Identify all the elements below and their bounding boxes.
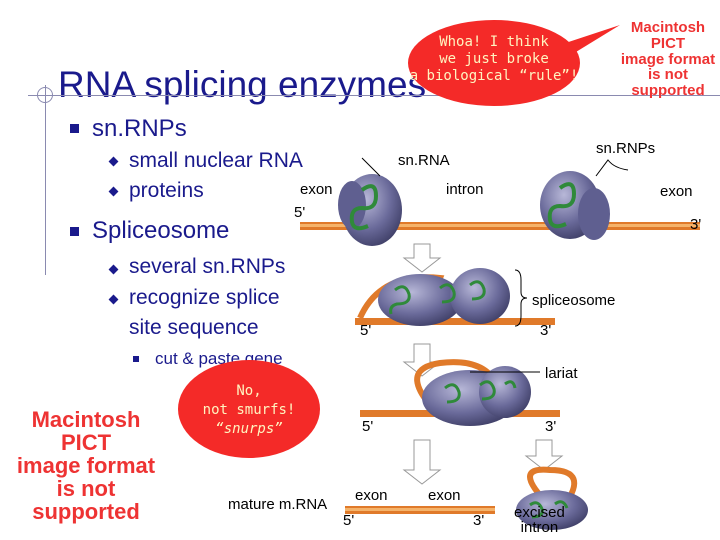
label-3prime-4: 3' xyxy=(473,512,485,529)
title-rule xyxy=(28,95,720,96)
speech-bubble-bottom: No, not smurfs! “snurps” xyxy=(178,360,320,458)
pict-top-line1: Macintosh PICT xyxy=(630,19,706,52)
arrow-step3 xyxy=(402,439,442,485)
speech-bottom-line1: No, xyxy=(236,383,262,399)
pict-bottom-line2: image format xyxy=(16,453,156,479)
spliceosome-strand xyxy=(355,318,555,325)
pict-notice-bottom: Macintosh PICT image format is not suppo… xyxy=(6,407,166,525)
excised-intron-loop xyxy=(527,466,578,509)
arrow-step3-right xyxy=(524,439,564,471)
label-3prime-1: 3' xyxy=(690,216,702,233)
spliceosome-brace xyxy=(514,269,528,327)
excised-particle xyxy=(516,490,588,530)
snrnps-brace xyxy=(595,159,629,177)
bullet-recognize-splice: recognize splice xyxy=(129,286,280,309)
snrna-squiggle-right xyxy=(547,182,577,229)
spliceosome-particle-right xyxy=(450,268,510,324)
bullet-snrnps: sn.RNPs xyxy=(92,115,187,142)
mature-mrna-highlight xyxy=(345,508,495,511)
label-snrna: sn.RNA xyxy=(398,152,450,169)
label-snrnps: sn.RNPs xyxy=(596,140,656,157)
bullet-site-sequence: site sequence xyxy=(129,316,259,339)
label-mature-mrna: mature m.RNA xyxy=(228,496,328,513)
speech-top-line3: a biological “rule”! xyxy=(409,68,579,84)
label-5prime-4: 5' xyxy=(343,512,355,529)
label-intron-excised: intron xyxy=(520,519,559,536)
bullet-several-snrnps: several sn.RNPs xyxy=(129,255,286,278)
label-exon-left: exon xyxy=(300,181,333,198)
pict-top-line3: is not supported xyxy=(631,66,705,99)
label-3prime-3: 3' xyxy=(545,418,557,435)
bullet-square-icon xyxy=(70,227,79,236)
label-5prime-3: 5' xyxy=(362,418,374,435)
label-lariat: lariat xyxy=(545,365,578,382)
bullet-small-nuclear-rna: small nuclear RNA xyxy=(129,149,303,172)
label-intron: intron xyxy=(446,181,484,198)
slide-title: RNA splicing enzymes xyxy=(58,64,427,105)
snrna-squiggle-left xyxy=(349,184,379,231)
excised-snrna xyxy=(529,500,569,519)
lariat-snrna xyxy=(444,380,517,404)
snrna-pointer xyxy=(361,157,381,177)
label-5prime-1: 5' xyxy=(294,204,306,221)
speech-bubble-top: Whoa! I think we just broke a biological… xyxy=(408,20,580,106)
label-exon-mature-1: exon xyxy=(355,487,388,504)
margin-rule xyxy=(45,85,46,275)
spliceosome-snrna xyxy=(389,280,486,315)
pict-top-line2: image format xyxy=(620,50,716,68)
bullet-square-icon xyxy=(70,124,79,133)
snrnp-particle-left-lobe xyxy=(338,181,366,229)
pict-bottom-line1: Macintosh PICT xyxy=(31,407,141,456)
lariat-particle-2 xyxy=(479,366,531,418)
snrnp-particle-right-lobe xyxy=(578,188,610,240)
pict-notice-top: Macintosh PICT image format is not suppo… xyxy=(614,20,720,99)
rule-ornament xyxy=(37,87,53,103)
bullet-spliceosome: Spliceosome xyxy=(92,217,230,244)
bullet-proteins: proteins xyxy=(129,179,204,202)
label-exon-right: exon xyxy=(660,183,693,200)
label-5prime-2: 5' xyxy=(360,322,372,339)
label-exon-mature-2: exon xyxy=(428,487,461,504)
label-excised-intron: excised intron xyxy=(514,505,565,535)
speech-bottom-line3: “snurps” xyxy=(215,421,283,437)
label-3prime-2: 3' xyxy=(540,322,552,339)
label-spliceosome: spliceosome xyxy=(532,292,616,309)
speech-top-line1: Whoa! I think xyxy=(439,34,549,50)
bullet-small-square-icon xyxy=(133,356,139,362)
pict-bottom-line3: is not supported xyxy=(32,476,140,525)
arrow-step1 xyxy=(402,243,442,273)
speech-top-line2: we just broke xyxy=(439,51,549,67)
label-excised: excised xyxy=(514,504,565,521)
pre-mrna-highlight xyxy=(300,224,700,227)
speech-bottom-line2: not smurfs! xyxy=(202,402,296,418)
